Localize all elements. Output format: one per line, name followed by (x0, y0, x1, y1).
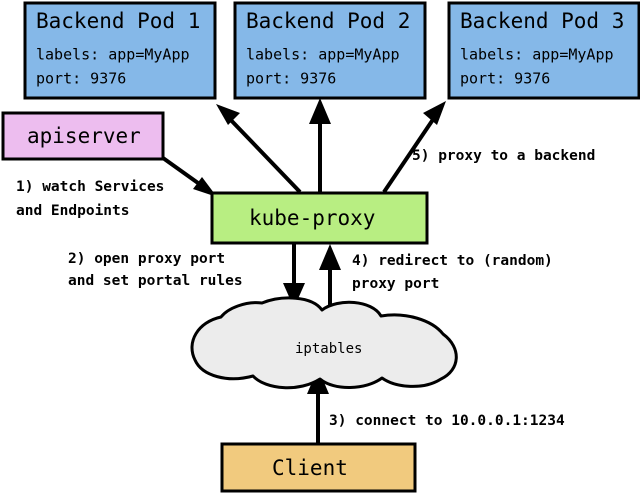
pod-3-title: Backend Pod 3 (460, 9, 624, 33)
arrow-kubeproxy-to-pod2 (309, 98, 331, 192)
pod-2-port: port: 9376 (246, 70, 336, 88)
pod-3-labels: labels: app=MyApp (460, 46, 614, 64)
edge-label-step4-line2: proxy port (352, 276, 439, 292)
pod-1-port: port: 9376 (36, 70, 126, 88)
client-node: Client (220, 442, 417, 493)
edge-label-step2-line2: and set portal rules (68, 273, 243, 289)
edge-label-step1-line2: and Endpoints (16, 203, 130, 219)
arrow-kubeproxy-to-pod3 (382, 101, 446, 194)
kube-proxy-node: kube-proxy (210, 191, 429, 245)
apiserver-node: apiserver (1, 111, 165, 161)
pod-2-title: Backend Pod 2 (246, 9, 410, 33)
pod-2-labels: labels: app=MyApp (246, 46, 400, 64)
kube-proxy-label: kube-proxy (249, 206, 375, 230)
backend-pod-1: Backend Pod 1 labels: app=MyApp port: 93… (23, 1, 217, 100)
backend-pod-3: Backend Pod 3 labels: app=MyApp port: 93… (447, 1, 640, 100)
iptables-cloud: iptables (190, 296, 458, 390)
edge-label-step4-line1: 4) redirect to (random) (352, 253, 553, 269)
backend-pod-2: Backend Pod 2 labels: app=MyApp port: 93… (233, 1, 427, 100)
edge-label-step3: 3) connect to 10.0.0.1:1234 (329, 413, 565, 429)
edge-label-step5: 5) proxy to a backend (412, 148, 595, 164)
arrow-apiserver-to-kubeproxy (161, 156, 217, 197)
edge-label-step2-line1: 2) open proxy port (68, 251, 225, 267)
apiserver-label: apiserver (27, 124, 141, 148)
iptables-label: iptables (295, 341, 362, 357)
pod-3-port: port: 9376 (460, 70, 550, 88)
pod-1-labels: labels: app=MyApp (36, 46, 190, 64)
arrow-kubeproxy-to-pod1 (216, 104, 302, 194)
edge-label-step1-line1: 1) watch Services (16, 179, 164, 195)
arrow-kubeproxy-to-iptables (283, 243, 305, 308)
pod-1-title: Backend Pod 1 (36, 9, 200, 33)
client-label: Client (272, 456, 348, 480)
